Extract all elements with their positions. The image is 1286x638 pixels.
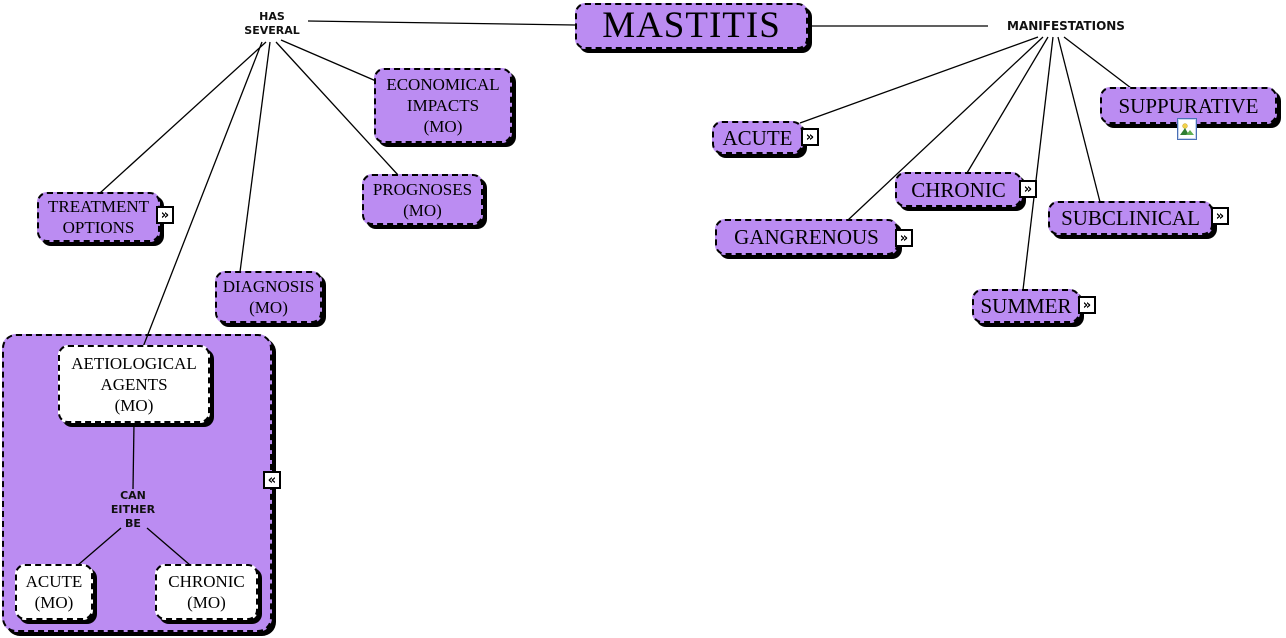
connector-line: [280, 39, 377, 82]
concept-label: DIAGNOSIS (MO): [222, 277, 315, 317]
connector-line: [1022, 36, 1054, 291]
concept-label: ACUTE (MO): [25, 572, 83, 612]
concept-label: ECONOMICAL IMPACTS (MO): [386, 75, 500, 136]
concept-label: SUMMER: [980, 294, 1072, 318]
concept-aetiological-agents[interactable]: AETIOLOGICAL AGENTS (MO): [58, 345, 210, 423]
concept-label: CHRONIC (MO): [168, 572, 245, 612]
concept-label: AETIOLOGICAL AGENTS (MO): [71, 353, 197, 415]
link-phrase-has-several[interactable]: HAS SEVERAL: [244, 10, 300, 37]
concept-subclinical[interactable]: SUBCLINICAL: [1048, 201, 1213, 235]
image-thumbnail-icon: [1180, 122, 1194, 136]
concept-treatment-options[interactable]: TREATMENT OPTIONS: [37, 192, 160, 242]
link-phrase-can-either-be[interactable]: CAN EITHER BE: [110, 489, 156, 530]
concept-prognoses[interactable]: PROGNOSES (MO): [362, 174, 483, 225]
concept-label: ACUTE: [722, 125, 793, 150]
expand-chevron-icon[interactable]: »: [1211, 207, 1229, 225]
connector-line: [99, 41, 267, 194]
collapse-chevron-icon[interactable]: «: [263, 471, 281, 489]
concept-label: SUBCLINICAL: [1061, 206, 1200, 230]
concept-label: CHRONIC: [911, 177, 1006, 202]
concept-label: GANGRENOUS: [734, 225, 879, 249]
connector-line: [239, 41, 271, 273]
expand-chevron-icon[interactable]: »: [801, 128, 819, 146]
connector-line: [799, 36, 1039, 124]
expand-chevron-icon[interactable]: »: [895, 229, 913, 247]
concept-diagnosis[interactable]: DIAGNOSIS (MO): [215, 271, 322, 323]
concept-label: TREATMENT OPTIONS: [47, 197, 150, 237]
expand-chevron-icon[interactable]: »: [156, 206, 174, 224]
expand-chevron-icon[interactable]: »: [1078, 296, 1096, 314]
connector-line: [1063, 36, 1132, 89]
concept-economical-impacts[interactable]: ECONOMICAL IMPACTS (MO): [374, 68, 512, 143]
concept-acute[interactable]: ACUTE: [712, 121, 803, 154]
concept-chronic[interactable]: CHRONIC: [895, 172, 1022, 207]
concept-summer[interactable]: SUMMER: [972, 289, 1080, 323]
concept-label: MASTITIS: [602, 5, 781, 46]
concept-acute-mo[interactable]: ACUTE (MO): [15, 564, 93, 620]
connector-line: [1057, 36, 1101, 203]
image-resource-icon[interactable]: [1177, 118, 1197, 140]
concept-suppurative[interactable]: SUPPURATIVE: [1100, 87, 1277, 124]
concept-mastitis[interactable]: MASTITIS: [575, 3, 808, 49]
concept-chronic-mo[interactable]: CHRONIC (MO): [155, 564, 258, 620]
link-phrase-manifestations[interactable]: MANIFESTATIONS: [1007, 19, 1125, 33]
concept-label: PROGNOSES (MO): [372, 179, 473, 220]
concept-label: SUPPURATIVE: [1118, 93, 1259, 118]
concept-gangrenous[interactable]: GANGRENOUS: [715, 219, 898, 255]
connector-line: [966, 36, 1049, 174]
connector-line: [307, 20, 576, 26]
expand-chevron-icon[interactable]: »: [1019, 180, 1037, 198]
